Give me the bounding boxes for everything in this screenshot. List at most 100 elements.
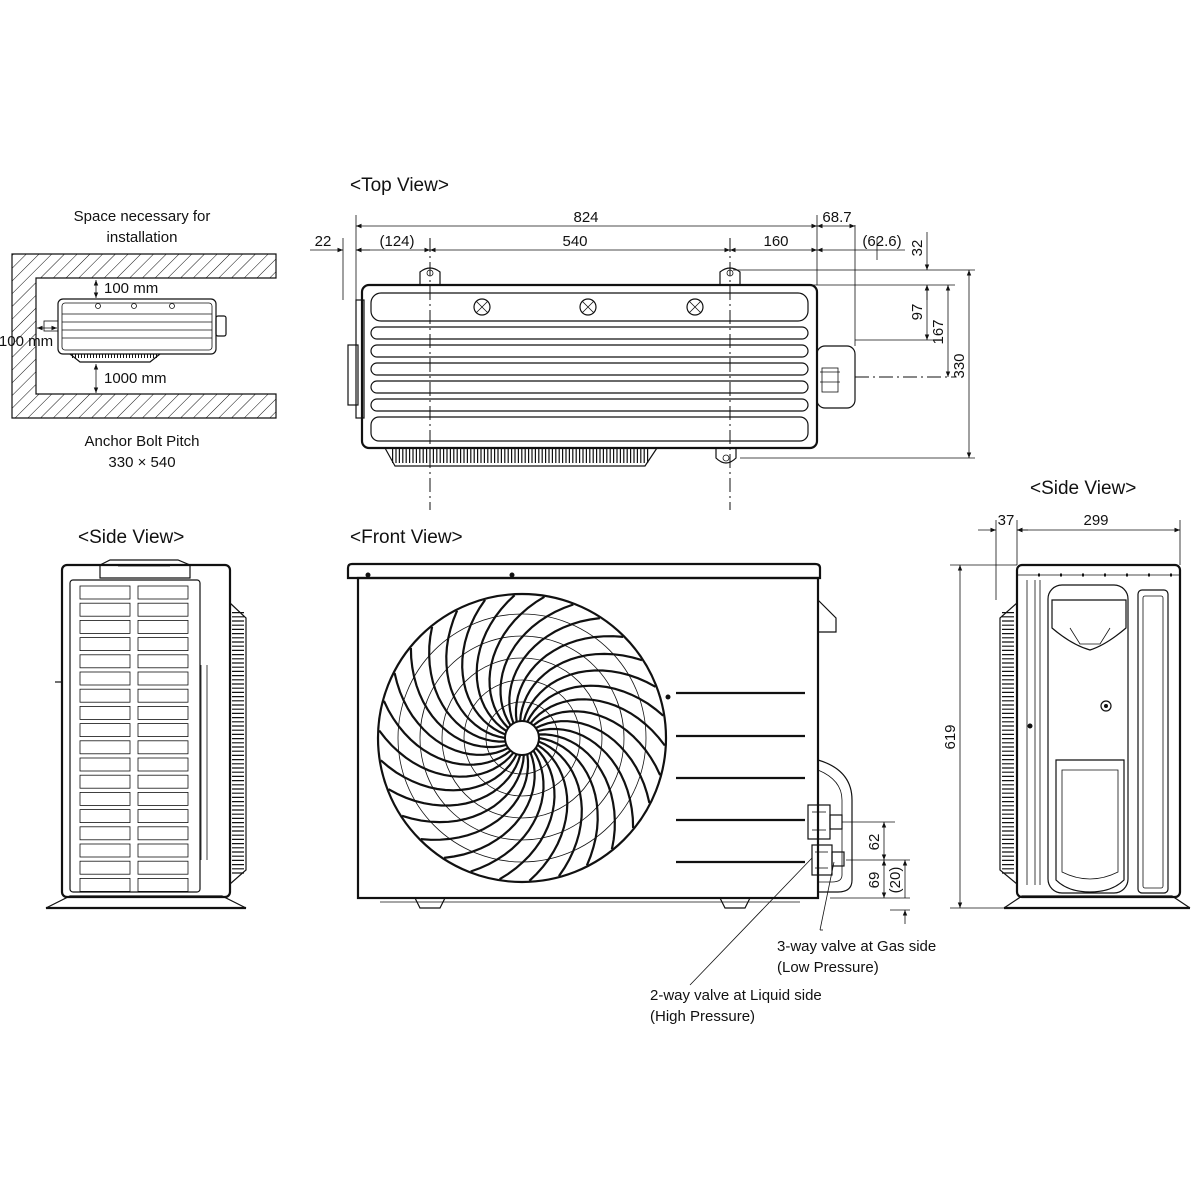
louver-slot bbox=[79, 878, 131, 892]
anchor-bolt-title: Anchor Bolt Pitch bbox=[84, 433, 199, 450]
louver-slot bbox=[79, 792, 131, 806]
louver-slot bbox=[137, 637, 189, 651]
dim-anchor-pitch: 540 bbox=[562, 233, 587, 250]
louver-slot bbox=[137, 671, 189, 686]
louver-slot bbox=[79, 826, 131, 841]
front-view-drawing bbox=[346, 562, 853, 909]
fan-guard-spoke bbox=[445, 610, 506, 740]
fan-guard-spoke bbox=[508, 617, 601, 724]
installation-title-line1: Space necessary for bbox=[74, 208, 211, 225]
louver-slot bbox=[137, 792, 189, 806]
top-screw bbox=[686, 298, 704, 316]
louver-slot bbox=[79, 757, 131, 772]
fan-guard-spoke bbox=[393, 672, 509, 756]
top-screw bbox=[579, 298, 597, 316]
liquid-valve-label: 2-way valve at Liquid side bbox=[650, 987, 822, 1004]
dim-299: 299 bbox=[1083, 512, 1108, 529]
gas-valve bbox=[807, 804, 843, 840]
louver-slot bbox=[79, 774, 131, 789]
fan-guard-spoke bbox=[475, 594, 516, 732]
fan-guard-spoke bbox=[529, 698, 666, 747]
top-screw bbox=[473, 298, 491, 316]
right-side-view-drawing bbox=[999, 563, 1191, 910]
fan-guard-spoke bbox=[382, 700, 512, 766]
louver-slot bbox=[137, 654, 189, 669]
fan-guard-spoke bbox=[499, 603, 574, 726]
fan-guard-spoke bbox=[528, 744, 569, 882]
fan-guard-spoke bbox=[526, 684, 664, 723]
louver-slot bbox=[137, 688, 189, 703]
dim-right-segment: 160 bbox=[763, 233, 788, 250]
installation-unit-outline bbox=[43, 298, 227, 363]
louver-slot bbox=[137, 602, 189, 617]
dim-left-offset: 22 bbox=[315, 233, 332, 250]
fan-guard-spoke bbox=[378, 729, 515, 778]
dim-left-paren: (124) bbox=[379, 233, 414, 250]
louver-slot bbox=[79, 585, 131, 600]
louver-slot bbox=[79, 688, 131, 703]
fan-guard-spoke bbox=[519, 652, 643, 722]
fan-guard-ring bbox=[463, 679, 581, 797]
left-side-view-drawing bbox=[45, 559, 247, 910]
clearance-left-label: 100 mm bbox=[0, 333, 53, 350]
fan-guard-spoke bbox=[538, 733, 616, 850]
fan-guard-spoke bbox=[443, 752, 536, 859]
liquid-valve-pressure: (High Pressure) bbox=[650, 1008, 755, 1025]
front-view-title: <Front View> bbox=[350, 527, 463, 548]
fan-guard-spoke bbox=[488, 595, 545, 729]
fan-guard-spoke bbox=[538, 736, 599, 866]
dim-v97: 97 bbox=[909, 304, 926, 321]
louver-slot bbox=[137, 860, 189, 875]
louver-slot bbox=[137, 723, 189, 737]
louver-slot bbox=[79, 740, 131, 755]
fan-guard-spoke bbox=[499, 747, 556, 881]
louver-slot bbox=[79, 637, 131, 651]
louver-slot bbox=[79, 706, 131, 720]
right-side-dimensions: 37 299 619 bbox=[942, 512, 1181, 909]
clearance-top-label: 100 mm bbox=[104, 280, 158, 297]
installation-space-diagram: Space necessary for installation 100 mm … bbox=[0, 208, 277, 471]
fan-guard-spoke bbox=[538, 740, 583, 877]
louver-slot bbox=[137, 706, 189, 720]
louver-slot bbox=[137, 620, 189, 634]
front-panel-bars bbox=[676, 691, 805, 864]
fan-guard-spoke bbox=[522, 669, 657, 722]
louver-slot bbox=[137, 843, 189, 858]
valve-callouts: 3-way valve at Gas side (Low Pressure) 2… bbox=[650, 857, 936, 1025]
louver-slot bbox=[137, 878, 189, 892]
fan-guard-outer bbox=[376, 592, 668, 884]
gas-valve-label: 3-way valve at Gas side bbox=[777, 938, 936, 955]
fan-guard-spoke bbox=[537, 727, 635, 829]
dim-37: 37 bbox=[998, 512, 1015, 529]
anchor-bolt-value: 330 × 540 bbox=[108, 454, 175, 471]
left-side-view-title: <Side View> bbox=[78, 527, 184, 548]
dim-v167: 167 bbox=[930, 319, 947, 344]
fan-guard-spoke bbox=[470, 750, 545, 873]
louver-slot bbox=[79, 602, 131, 617]
fan-guard-spoke bbox=[380, 753, 518, 792]
fan-guard-spoke bbox=[409, 647, 507, 749]
dim-619: 619 bbox=[942, 724, 959, 749]
dim-right-paren: (62.6) bbox=[862, 233, 901, 250]
louver-slot bbox=[137, 757, 189, 772]
front-view-dimensions: 62 69 (20) bbox=[830, 821, 910, 924]
louver-slot bbox=[79, 860, 131, 875]
louver-slot bbox=[137, 774, 189, 789]
dim-overall-width: 824 bbox=[573, 209, 598, 226]
clearance-bottom-label: 1000 mm bbox=[104, 370, 167, 387]
right-side-view-title: <Side View> bbox=[1030, 478, 1136, 499]
fan-guard-spoke bbox=[428, 626, 506, 743]
fan-guard-spoke bbox=[514, 635, 624, 722]
dim-20: (20) bbox=[887, 867, 904, 894]
louver-slot bbox=[79, 809, 131, 823]
dim-right-extension: 68.7 bbox=[822, 209, 851, 226]
louver-slot bbox=[137, 585, 189, 600]
louver-slot bbox=[137, 826, 189, 841]
top-view-drawing bbox=[342, 215, 975, 510]
louver-slot bbox=[79, 723, 131, 737]
louver-slot bbox=[79, 654, 131, 669]
fan-guard-spoke bbox=[401, 754, 525, 824]
top-view-title: <Top View> bbox=[350, 175, 449, 196]
louver-slot bbox=[79, 843, 131, 858]
fan-guard-spoke bbox=[532, 710, 662, 776]
